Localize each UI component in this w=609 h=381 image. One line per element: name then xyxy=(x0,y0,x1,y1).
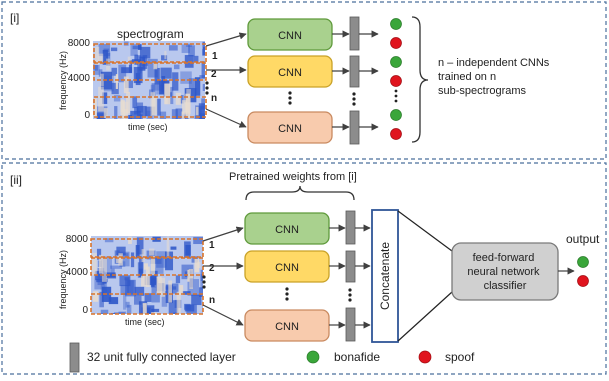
panel-2-fc-ellipsis xyxy=(348,298,352,302)
panel-1-strip-n xyxy=(93,96,207,118)
panel-1-cnn-2-label: CNN xyxy=(278,67,302,79)
legend-bonafide-label: bonafide xyxy=(334,350,380,364)
panel-1-fc-ellipsis xyxy=(352,92,356,96)
panel-2-fc-ellipsis xyxy=(348,293,352,297)
panel-2-tick-0: 0 xyxy=(82,305,88,316)
panel-2-tag: [ii] xyxy=(10,173,22,187)
panel-1-bonafide-dot-n xyxy=(390,109,402,121)
panel-2-fc-layer-2 xyxy=(345,250,356,283)
panel-1-bonafide-dot-1 xyxy=(390,18,402,30)
panel-2-strip-label-n: n xyxy=(209,295,215,306)
panel-1-strip-1 xyxy=(93,43,207,63)
panel-1-spectrogram-title: spectrogram xyxy=(117,27,184,41)
output-bonafide-dot xyxy=(577,256,589,268)
panel-1-border xyxy=(1,1,607,160)
panel-1-ellipsis-dot xyxy=(205,91,209,95)
panel-2-cnn-3-label: CNN xyxy=(275,321,299,333)
panel-2-fc-layer-1 xyxy=(345,210,356,245)
panel-2-cnn-1-label: CNN xyxy=(275,224,299,236)
panel-2-strip-label-1: 1 xyxy=(209,240,215,251)
panel-1-right-brace xyxy=(411,16,429,143)
panel-2-border xyxy=(1,162,607,375)
panel-2-ellipsis-dot xyxy=(202,280,206,284)
concatenate-label: Concatenate xyxy=(378,242,392,310)
panel-2-strip-1 xyxy=(90,238,204,258)
panel-2-spectrogram xyxy=(91,236,203,314)
panel-2-strip-label-2: 2 xyxy=(209,263,215,274)
panel-2-cnn-2-label: CNN xyxy=(275,262,299,274)
panel-1-x-axis-label: time (sec) xyxy=(128,122,168,132)
classifier-label: feed-forward neural network classifier xyxy=(467,252,542,292)
concatenate-box xyxy=(371,209,399,343)
panel-2-ellipsis-dot xyxy=(202,285,206,289)
panel-1-strip-label-1: 1 xyxy=(212,51,218,62)
panel-1-cnn-ellipsis xyxy=(288,96,292,100)
panel-2-cnn-ellipsis xyxy=(285,287,289,291)
panel-1-spoof-dot-1 xyxy=(390,37,402,49)
panel-2-x-axis-label: time (sec) xyxy=(125,317,165,327)
panel-1-cnn-ellipsis xyxy=(288,91,292,95)
panel-1-tick-0: 0 xyxy=(84,110,90,121)
panel-2-fc-layer-n xyxy=(345,307,356,342)
panel-2-tick-8000: 8000 xyxy=(66,234,89,245)
output-spoof-dot xyxy=(577,275,589,287)
panel-1-tick-8000: 8000 xyxy=(68,38,91,49)
panel-1-arrow-strip1-cnn1 xyxy=(205,32,247,47)
output-label: output xyxy=(566,232,600,246)
legend-spoof-label: spoof xyxy=(445,350,475,364)
panel-1-fc-layer-1 xyxy=(349,16,360,51)
panel-2-fc-ellipsis xyxy=(348,288,352,292)
panel-2-arrow-stripn-cnn3 xyxy=(202,304,244,326)
panel-1-cnn-ellipsis xyxy=(288,101,292,105)
pretrained-weights-brace xyxy=(245,185,355,201)
panel-1-strip-label-2: 2 xyxy=(211,69,217,80)
legend-fc-layer-icon xyxy=(69,342,80,373)
panel-1-ellipsis-dot xyxy=(205,81,209,85)
panel-1-description: n – independent CNNs trained on n sub-sp… xyxy=(438,57,552,97)
panel-2-ellipsis-dot xyxy=(202,275,206,279)
panel-1-fc-ellipsis xyxy=(352,102,356,106)
panel-2-strip-n xyxy=(90,293,204,315)
panel-1-out-ellipsis xyxy=(394,89,398,93)
panel-2-tick-4000: 4000 xyxy=(66,267,89,278)
panel-1-arrow-stripn-cnn3 xyxy=(205,108,247,128)
panel-1-bonafide-dot-2 xyxy=(390,56,402,68)
panel-1-ellipsis-dot xyxy=(205,86,209,90)
panel-2-y-axis-label: frequency (Hz) xyxy=(58,250,68,309)
panel-1-fc-layer-n xyxy=(349,110,360,145)
panel-1-strip-label-n: n xyxy=(211,93,217,104)
panel-2-cnn-ellipsis xyxy=(285,292,289,296)
panel-1-fc-ellipsis xyxy=(352,97,356,101)
panel-1-spoof-dot-2 xyxy=(390,75,402,87)
panel-2-cnn-ellipsis xyxy=(285,297,289,301)
panel-1-y-axis-label: frequency (Hz) xyxy=(58,51,68,110)
panel-1-out-ellipsis xyxy=(394,94,398,98)
panel-1-tag: [i] xyxy=(10,11,19,25)
concat-to-classifier-bottom xyxy=(397,291,453,342)
panel-2-arrow-strip1-cnn1 xyxy=(202,226,244,242)
panel-1-spoof-dot-n xyxy=(390,128,402,140)
panel-1-cnn-1-label: CNN xyxy=(278,30,302,42)
legend-fc-label: 32 unit fully connected layer xyxy=(87,350,236,364)
legend-spoof-dot xyxy=(418,350,432,364)
panel-1-fc-layer-2 xyxy=(349,55,360,88)
panel-1-strip-2 xyxy=(93,62,207,81)
legend-bonafide-dot xyxy=(306,350,320,364)
panel-1-cnn-3-label: CNN xyxy=(278,123,302,135)
panel-1-out-ellipsis xyxy=(394,99,398,103)
panel-1-tick-4000: 4000 xyxy=(68,73,91,84)
pretrained-weights-label: Pretrained weights from [i] xyxy=(229,171,357,183)
concat-to-classifier-top xyxy=(397,210,453,252)
